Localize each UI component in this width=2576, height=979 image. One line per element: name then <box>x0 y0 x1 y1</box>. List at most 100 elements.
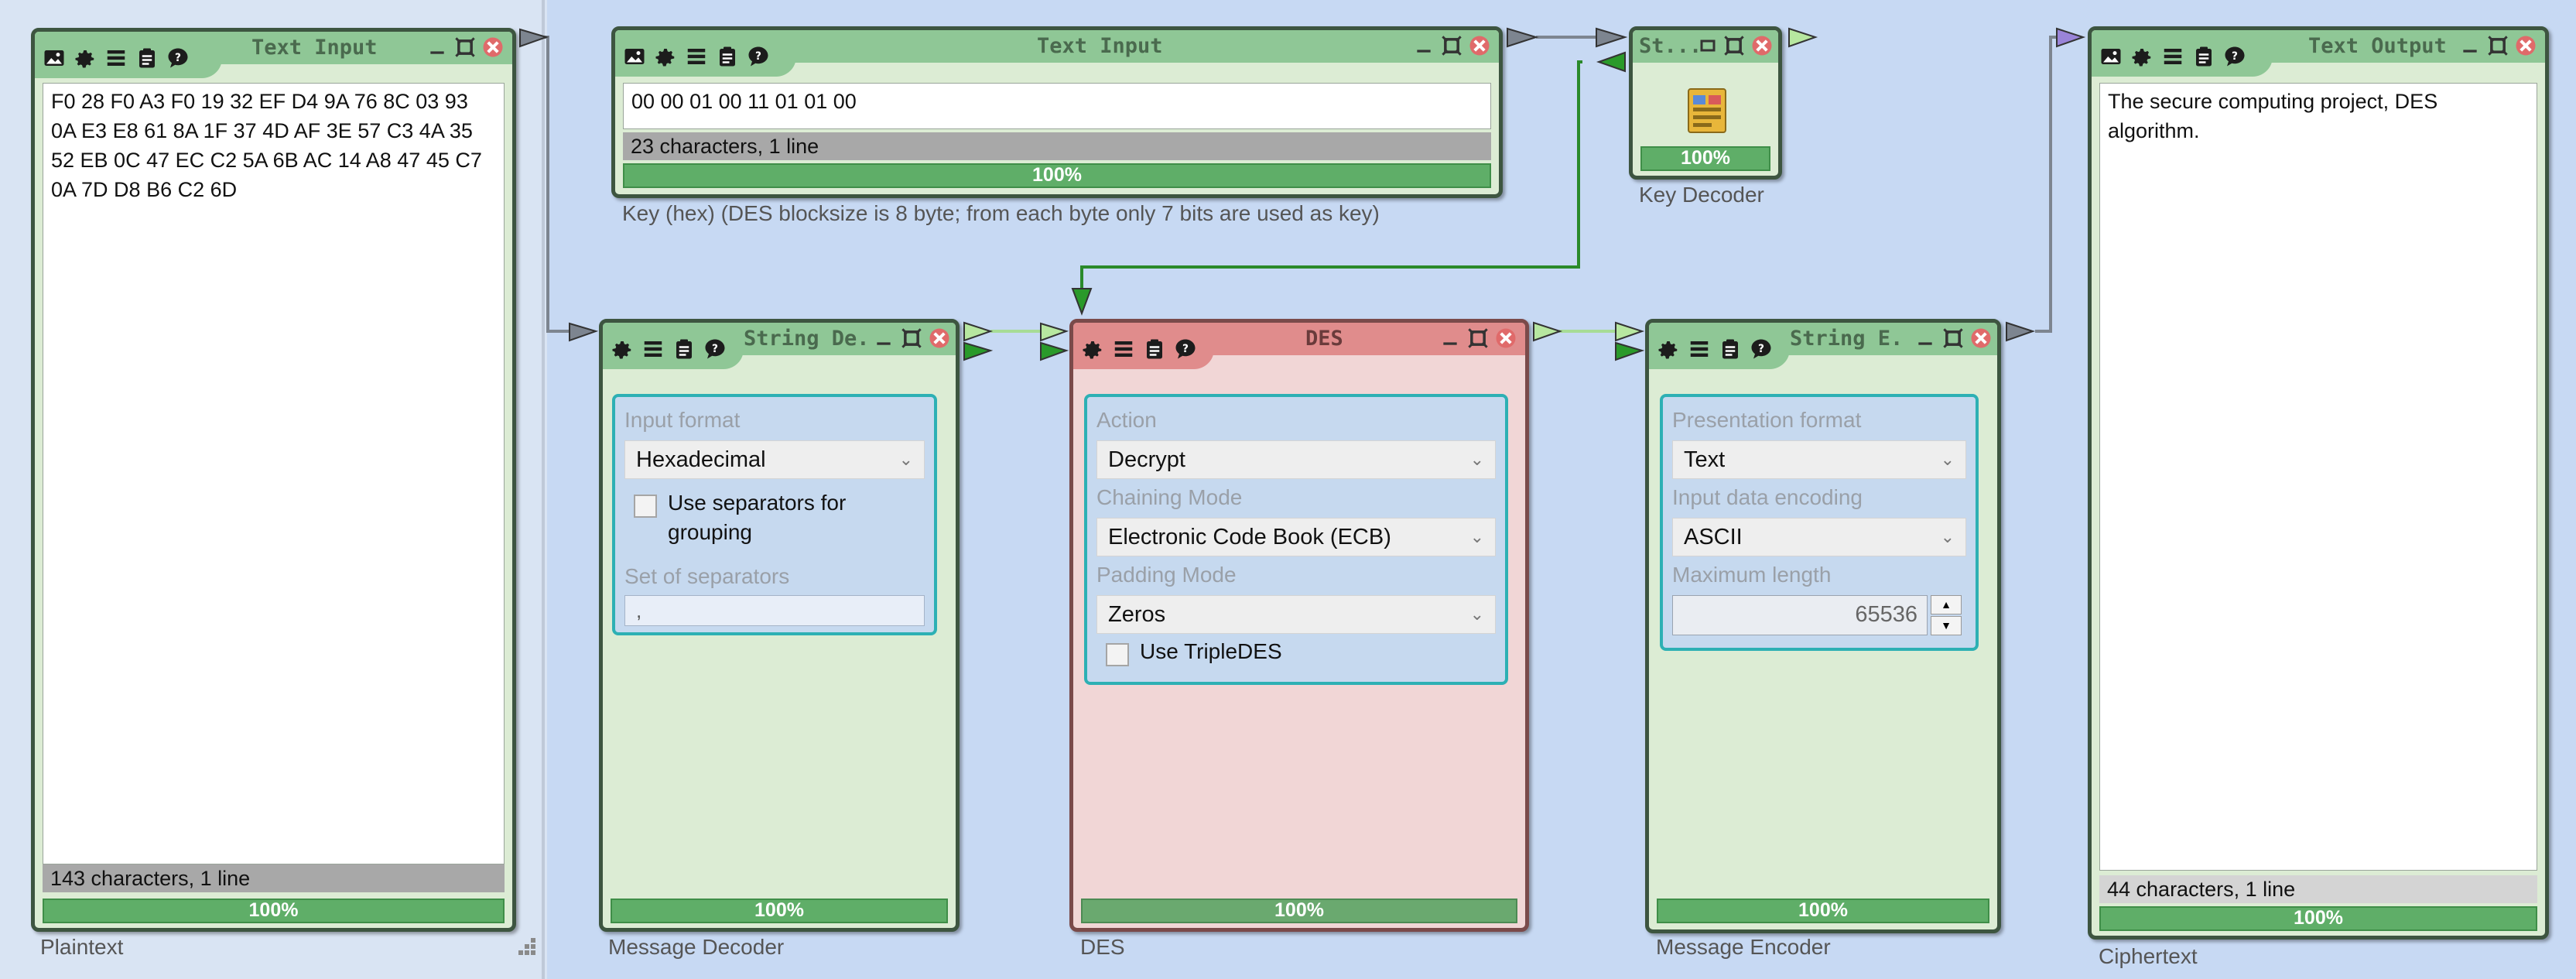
caption-ciphertext: Ciphertext <box>2099 944 2198 968</box>
window-controls <box>1439 327 1517 350</box>
settings-panel: Input format Hexadecimal ⌄ Use separator… <box>612 394 937 635</box>
presentation-icon[interactable] <box>621 43 648 70</box>
connector-keydecoder-key <box>1596 51 1626 73</box>
chevron-down-icon: ⌄ <box>1940 527 1955 546</box>
minimize-icon[interactable] <box>1698 34 1718 57</box>
log-clipboard-icon[interactable] <box>2191 43 2217 70</box>
text-input-plaintext-component[interactable]: Text Input F0 28 F0 A3 F0 19 32 EF D4 9A… <box>31 28 516 932</box>
maximize-icon[interactable] <box>1722 34 1746 57</box>
caption-des: DES <box>1080 935 1125 959</box>
key-decoder-component[interactable]: St... 100% <box>1629 26 1782 180</box>
presentation-format-label: Presentation format <box>1672 408 1862 432</box>
connector-keydecoder-out <box>1788 27 1818 48</box>
chaining-mode-select[interactable]: Electronic Code Book (ECB) ⌄ <box>1096 518 1496 556</box>
close-icon[interactable] <box>1494 327 1517 350</box>
input-format-select[interactable]: Hexadecimal ⌄ <box>624 440 925 479</box>
connector-encoder-in-2 <box>1615 341 1645 361</box>
settings-gear-icon[interactable] <box>2129 43 2155 70</box>
maximum-length-stepper[interactable]: 65536 <box>1672 595 1928 635</box>
log-clipboard-icon[interactable] <box>1141 336 1168 362</box>
close-icon[interactable] <box>928 327 951 350</box>
ciphertext-textarea[interactable]: The secure computing project, DES algori… <box>2099 83 2537 871</box>
chaining-mode-label: Chaining Mode <box>1096 485 1243 509</box>
chevron-down-icon: ⌄ <box>1469 450 1484 469</box>
log-clipboard-icon[interactable] <box>671 336 697 362</box>
help-icon[interactable] <box>1748 336 1774 362</box>
log-clipboard-icon[interactable] <box>134 45 160 71</box>
stepper-down-button[interactable]: ▼ <box>1931 616 1962 635</box>
maximize-icon[interactable] <box>1941 327 1965 350</box>
des-component[interactable]: DES Action Decrypt ⌄ Chaining Mode Elect… <box>1069 319 1529 932</box>
data-list-icon[interactable] <box>640 336 666 362</box>
settings-gear-icon[interactable] <box>72 45 98 71</box>
help-icon[interactable] <box>702 336 728 362</box>
connector-key-out <box>1507 27 1539 48</box>
panel-divider[interactable] <box>542 0 545 979</box>
help-icon[interactable] <box>2222 43 2248 70</box>
minimize-icon[interactable] <box>1914 327 1937 350</box>
string-decoder-component[interactable]: String De... Input format Hexadecimal ⌄ … <box>599 319 960 932</box>
maximize-icon[interactable] <box>1440 34 1463 57</box>
separators-input[interactable]: , <box>624 595 925 626</box>
settings-gear-icon[interactable] <box>609 336 635 362</box>
caption-key-input: Key (hex) (DES blocksize is 8 byte; from… <box>622 201 1380 225</box>
data-list-icon[interactable] <box>1110 336 1137 362</box>
settings-gear-icon[interactable] <box>652 43 679 70</box>
log-clipboard-icon[interactable] <box>1717 336 1743 362</box>
maximize-icon[interactable] <box>900 327 923 350</box>
settings-gear-icon[interactable] <box>1655 336 1681 362</box>
resize-grip-icon <box>518 938 535 955</box>
wire-keydecoder-to-des <box>1080 60 1582 306</box>
close-icon[interactable] <box>481 36 505 59</box>
settings-gear-icon[interactable] <box>1079 336 1106 362</box>
caption-plaintext: Plaintext <box>40 935 124 959</box>
data-list-icon[interactable] <box>1686 336 1712 362</box>
log-clipboard-icon[interactable] <box>714 43 741 70</box>
maximize-icon[interactable] <box>2486 34 2509 57</box>
presentation-icon[interactable] <box>41 45 67 71</box>
close-icon[interactable] <box>2514 34 2537 57</box>
connector-output-in <box>2056 27 2086 48</box>
input-encoding-select[interactable]: ASCII ⌄ <box>1672 518 1966 556</box>
text-input-key-component[interactable]: Text Input 00 00 01 00 11 01 01 00 23 ch… <box>611 26 1503 198</box>
use-separators-checkbox[interactable] <box>634 495 657 518</box>
close-icon[interactable] <box>1969 327 1993 350</box>
component-title: Text Input <box>1037 34 1163 58</box>
maximum-length-value: 65536 <box>1855 602 1917 627</box>
connector-des-in-1 <box>1040 322 1069 342</box>
connector-decoder-out-2 <box>963 341 994 361</box>
string-encoder-component[interactable]: String E... Presentation format Text ⌄ I… <box>1645 319 2001 933</box>
set-of-separators-label: Set of separators <box>624 564 790 588</box>
connector-encoder-out <box>2006 321 2036 342</box>
progress-bar: 100% <box>1657 899 1989 923</box>
data-list-icon[interactable] <box>103 45 129 71</box>
input-format-value: Hexadecimal <box>636 447 766 472</box>
padding-mode-select[interactable]: Zeros ⌄ <box>1096 595 1496 634</box>
help-icon[interactable] <box>165 45 191 71</box>
close-icon[interactable] <box>1468 34 1491 57</box>
presentation-icon[interactable] <box>2098 43 2124 70</box>
close-icon[interactable] <box>1750 34 1774 57</box>
minimize-icon[interactable] <box>872 327 895 350</box>
minimize-icon[interactable] <box>1412 34 1435 57</box>
component-title: Text Input <box>251 36 378 60</box>
minimize-icon[interactable] <box>1439 327 1462 350</box>
data-list-icon[interactable] <box>683 43 710 70</box>
data-list-icon[interactable] <box>2160 43 2186 70</box>
key-textarea[interactable]: 00 00 01 00 11 01 01 00 <box>623 83 1491 129</box>
presentation-format-select[interactable]: Text ⌄ <box>1672 440 1966 479</box>
action-select[interactable]: Decrypt ⌄ <box>1096 440 1496 479</box>
minimize-icon[interactable] <box>2458 34 2482 57</box>
triple-des-checkbox[interactable] <box>1106 643 1129 666</box>
help-icon[interactable] <box>1172 336 1199 362</box>
help-icon[interactable] <box>745 43 771 70</box>
progress-bar: 100% <box>43 899 505 923</box>
plaintext-textarea[interactable]: F0 28 F0 A3 F0 19 32 EF D4 9A 76 8C 03 9… <box>43 83 505 864</box>
maximize-icon[interactable] <box>453 36 477 59</box>
minimize-icon[interactable] <box>426 36 449 59</box>
caption-key-decoder: Key Decoder <box>1639 183 1764 207</box>
stepper-up-button[interactable]: ▲ <box>1931 595 1962 614</box>
text-output-ciphertext-component[interactable]: Text Output The secure computing project… <box>2088 26 2549 940</box>
maximize-icon[interactable] <box>1466 327 1490 350</box>
